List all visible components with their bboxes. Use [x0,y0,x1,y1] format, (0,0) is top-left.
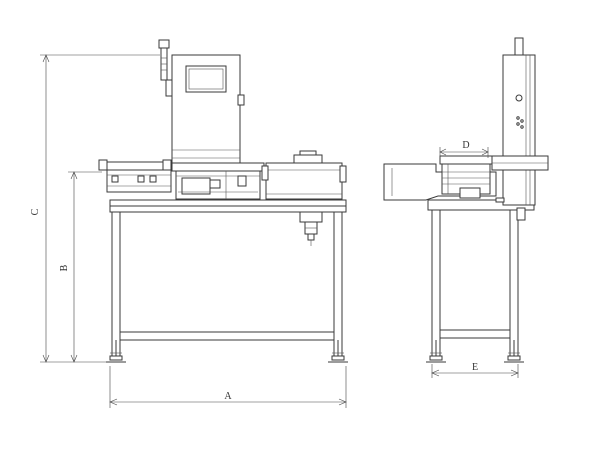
side-column [502,37,536,221]
front-frame [106,199,348,363]
dimension-e [431,364,519,378]
front-view [40,39,348,408]
front-control-cabinet [158,39,245,168]
dimension-label-e: E [472,362,478,373]
dimension-d [439,147,489,158]
side-view [383,37,549,378]
dimension-c [40,54,160,363]
dimension-label-c: C [30,208,41,215]
dimension-label-a: A [224,391,232,402]
dimension-label-b: B [59,264,70,271]
dimension-a [109,366,347,408]
dimension-label-d: D [462,140,469,151]
side-conveyor [383,155,549,203]
front-reject-unit [261,150,347,200]
front-air-valve [299,211,323,246]
front-infeed-conveyor [98,159,172,193]
dimension-b [68,171,102,363]
front-weighing-conveyor [171,162,265,200]
side-frame [426,199,535,363]
